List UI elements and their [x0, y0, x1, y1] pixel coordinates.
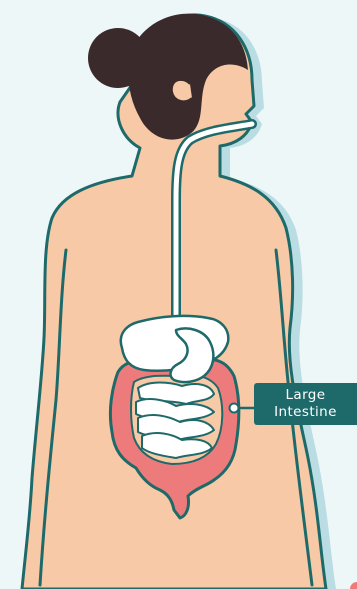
corner-dot [350, 582, 357, 589]
label-line-2: Intestine [274, 404, 337, 421]
ear [172, 80, 192, 102]
large-intestine-label: Large Intestine [254, 383, 357, 425]
label-line-1: Large [286, 387, 326, 404]
callout-marker [230, 404, 239, 413]
